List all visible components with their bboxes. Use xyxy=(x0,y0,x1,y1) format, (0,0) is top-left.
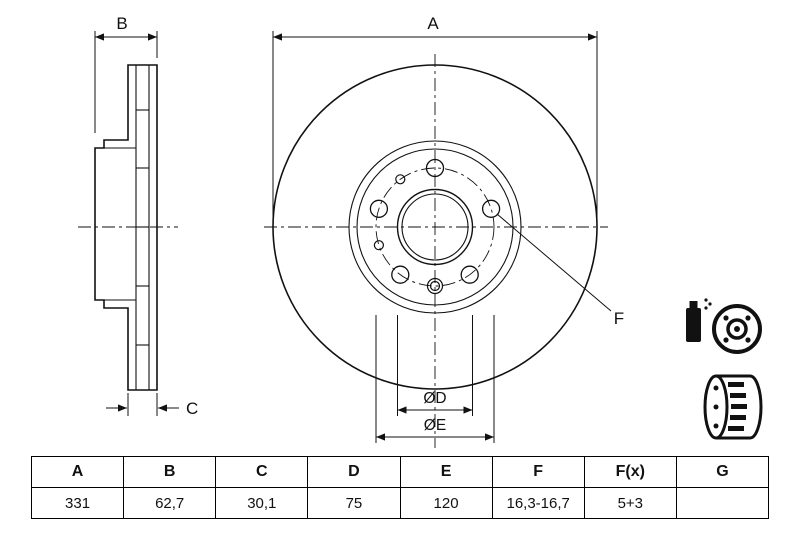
table-header-f: F xyxy=(491,456,585,488)
dim-b-label: B xyxy=(116,14,127,33)
table-value-d: 75 xyxy=(307,487,401,519)
table-header-g: G xyxy=(675,456,770,488)
table-value-a: 331 xyxy=(30,487,125,519)
dim-labels: B A C ØD ØE F xyxy=(116,14,624,434)
dim-c-lines xyxy=(106,393,179,416)
dimensions xyxy=(94,31,612,443)
table-header-e: E xyxy=(399,456,493,488)
dim-d-lines xyxy=(397,315,473,416)
table-header-c: C xyxy=(215,456,309,488)
table-header-b: B xyxy=(123,456,217,488)
dimension-table: A B C D E F F(x) G 331 62,7 30,1 75 120 … xyxy=(30,456,770,519)
dim-a-lines xyxy=(272,31,598,222)
dim-d-label: ØD xyxy=(423,390,446,407)
coated-disc-spray-icon xyxy=(686,298,762,354)
table-value-e: 120 xyxy=(399,487,493,519)
dim-b-lines xyxy=(94,31,158,133)
brake-disc-technical-drawing: B A C ØD ØE F xyxy=(78,14,763,448)
centerlines xyxy=(78,54,608,448)
table-value-b: 62,7 xyxy=(123,487,217,519)
side-view xyxy=(94,64,158,391)
dim-e-lines xyxy=(375,315,495,443)
table-header-fx: F(x) xyxy=(583,456,677,488)
table-header-d: D xyxy=(307,456,401,488)
table-value-fx: 5+3 xyxy=(583,487,677,519)
leader-f-line xyxy=(496,213,612,312)
table-header-a: A xyxy=(30,456,125,488)
table-header-row: A B C D E F F(x) G xyxy=(30,456,770,488)
table-value-row: 331 62,7 30,1 75 120 16,3-16,7 5+3 xyxy=(30,487,770,519)
table-value-f: 16,3-16,7 xyxy=(491,487,585,519)
dim-a-label: A xyxy=(427,14,439,33)
bolt-holes xyxy=(369,158,501,284)
table-value-c: 30,1 xyxy=(215,487,309,519)
dim-e-label: ØE xyxy=(424,417,446,434)
dim-c-label: C xyxy=(186,399,198,418)
vented-disc-section-icon xyxy=(703,374,763,440)
table-value-g xyxy=(675,487,770,519)
dim-f-label: F xyxy=(614,309,624,328)
front-view xyxy=(272,64,598,390)
small-holes xyxy=(373,174,444,295)
